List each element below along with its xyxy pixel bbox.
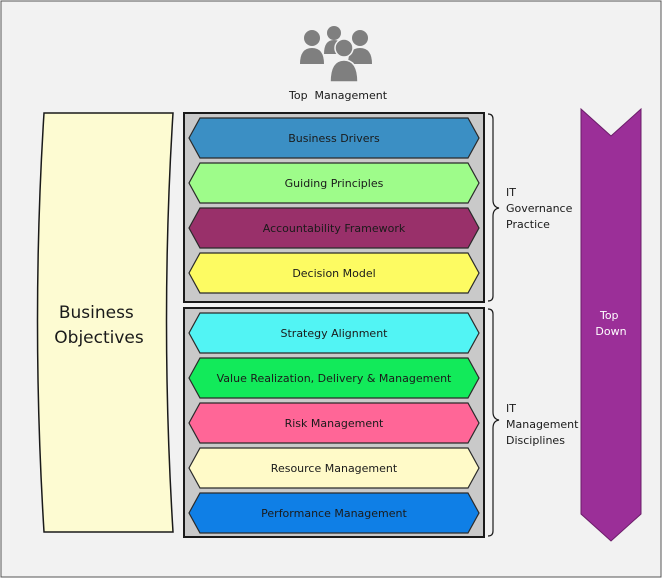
- governance-bar-shape: [188, 117, 480, 159]
- governance-label-line-2: Governance: [506, 202, 573, 215]
- management-bar-label: Strategy Alignment: [281, 327, 389, 340]
- governance-bar: Accountability Framework: [188, 207, 480, 249]
- governance-bar: Decision Model: [188, 252, 480, 294]
- management-label: IT Management Disciplines: [506, 402, 582, 447]
- management-bar: Performance Management: [188, 492, 480, 534]
- top-down-line-2: Down: [595, 325, 626, 338]
- governance-bar-label: Decision Model: [292, 267, 375, 280]
- business-objectives-line-1: Business: [59, 303, 134, 323]
- management-bar-shape: [188, 447, 480, 489]
- top-down-label: Top Down: [595, 309, 626, 338]
- business-objectives-label: Business Objectives: [54, 303, 144, 348]
- business-objectives-banner: [36, 112, 174, 533]
- management-bar-shape: [188, 492, 480, 534]
- governance-brace: [487, 113, 500, 302]
- management-label-line-2: Management: [506, 418, 579, 431]
- management-bar-label: Resource Management: [271, 462, 398, 475]
- governance-bar: Guiding Principles: [188, 162, 480, 204]
- management-bar: Strategy Alignment: [188, 312, 480, 354]
- people-icon: [300, 26, 372, 83]
- governance-bar-label: Guiding Principles: [285, 177, 384, 190]
- governance-bar: Business Drivers: [188, 117, 480, 159]
- business-objectives-line-2: Objectives: [54, 328, 144, 348]
- management-label-line-1: IT: [506, 402, 516, 415]
- governance-bar-shape: [188, 162, 480, 204]
- management-bar: Value Realization, Delivery & Management: [188, 357, 480, 399]
- governance-bar-shape: [188, 207, 480, 249]
- management-bar: Risk Management: [188, 402, 480, 444]
- management-label-line-3: Disciplines: [506, 434, 565, 447]
- management-brace: [487, 308, 500, 537]
- management-bar-shape: [188, 357, 480, 399]
- management-bar-shape: [188, 402, 480, 444]
- governance-bar-label: Accountability Framework: [263, 222, 406, 235]
- governance-bar-label: Business Drivers: [288, 132, 380, 145]
- management-bar: Resource Management: [188, 447, 480, 489]
- management-bar-shape: [188, 312, 480, 354]
- management-bar-label: Risk Management: [285, 417, 384, 430]
- management-bar-label: Performance Management: [261, 507, 407, 520]
- top-down-arrow: [580, 107, 642, 542]
- governance-label: IT Governance Practice: [506, 186, 576, 231]
- governance-label-line-3: Practice: [506, 218, 550, 231]
- top-management-label: Top Management: [288, 89, 388, 102]
- management-bar-label: Value Realization, Delivery & Management: [217, 372, 452, 385]
- top-down-line-1: Top: [599, 309, 619, 322]
- governance-label-line-1: IT: [506, 186, 516, 199]
- governance-bar-shape: [188, 252, 480, 294]
